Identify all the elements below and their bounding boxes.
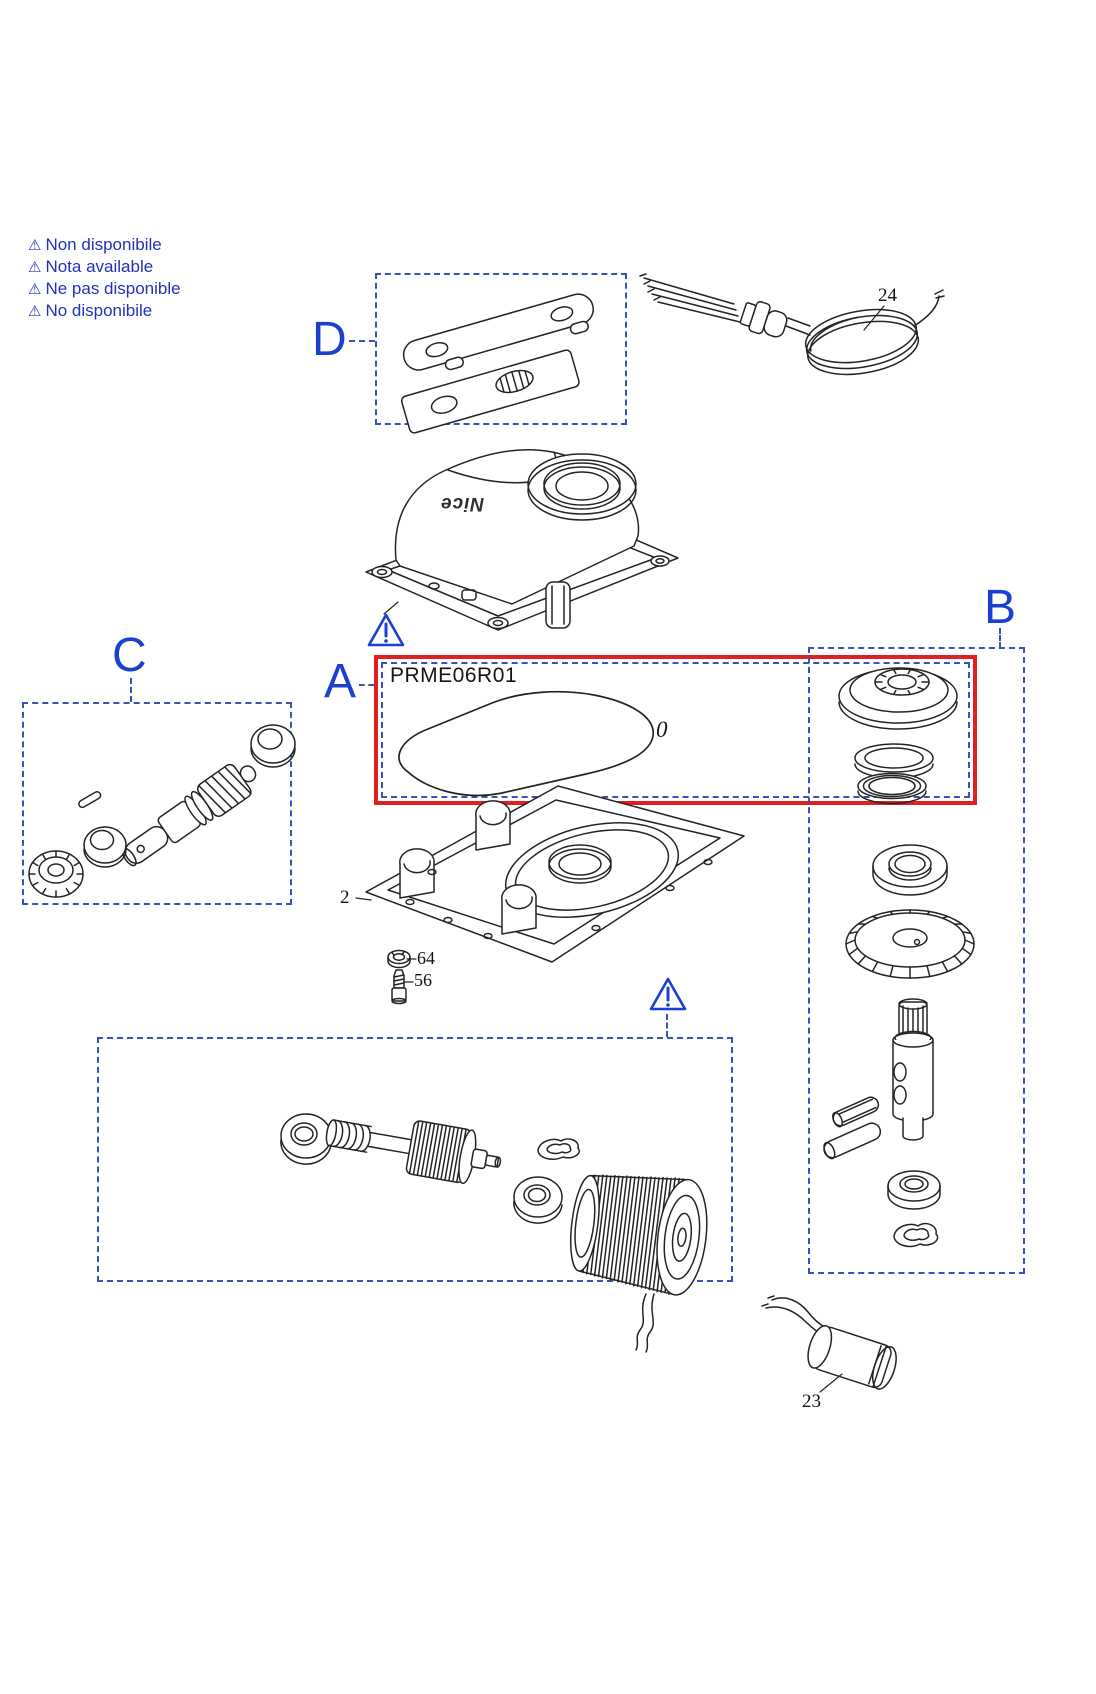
group-box-a[interactable] <box>381 662 970 798</box>
output-shaft-drawing <box>881 996 945 1146</box>
note-line: ⚠Ne pas disponible <box>28 278 181 300</box>
callout-housing[interactable]: 2 <box>340 887 350 908</box>
seal-cap-stack-drawing <box>832 658 968 800</box>
warning-triangle-icon <box>366 612 406 649</box>
wave-washer-drawing <box>886 1216 942 1252</box>
group-d-connector <box>349 340 375 342</box>
warning-icon: ⚠ <box>28 237 42 254</box>
rotor-drawing <box>312 1118 512 1210</box>
top-cover-drawing <box>348 424 692 658</box>
rotor-wave-washer-drawing <box>531 1132 585 1164</box>
worm-shaft-kit-drawing <box>26 706 288 902</box>
motor-group-box[interactable] <box>97 1037 733 1282</box>
note-text: Nota available <box>45 257 154 276</box>
brand-logo: Nice <box>440 493 485 514</box>
group-c-connector <box>130 678 132 702</box>
drive-pins-drawing <box>816 1086 898 1162</box>
rotor-bearing2-drawing <box>511 1174 565 1224</box>
warning-box-connector <box>666 1014 668 1037</box>
selected-part-code: PRME06R01 <box>390 664 518 687</box>
power-cable-drawing <box>634 256 944 374</box>
warning-triangle-icon <box>648 976 688 1013</box>
note-line: ⚠Non disponibile <box>28 234 181 256</box>
warning-icon: ⚠ <box>28 303 42 320</box>
group-b-connector <box>999 628 1001 648</box>
group-box-d[interactable] <box>375 273 627 425</box>
selected-part-box[interactable] <box>374 655 977 805</box>
stator-drawing <box>554 1164 729 1364</box>
callout-screw[interactable]: 56 <box>414 970 432 990</box>
warning-icon: ⚠ <box>28 281 42 298</box>
callout-cable[interactable]: 24 <box>878 285 897 306</box>
callout-nut[interactable]: 64 <box>417 948 435 968</box>
group-label-b[interactable]: B <box>984 581 1017 634</box>
group-box-c[interactable] <box>22 702 292 905</box>
group-a-connector <box>359 684 374 686</box>
note-text: Non disponibile <box>45 235 162 254</box>
group-label-d[interactable]: D <box>312 313 347 366</box>
callout-capacitor[interactable]: 23 <box>802 1391 821 1412</box>
flange-nut-drawing <box>386 948 412 968</box>
availability-notes: ⚠Non disponibile ⚠Nota available ⚠Ne pas… <box>28 234 181 322</box>
ball-bearing-drawing <box>870 840 950 906</box>
crown-gear-drawing <box>838 898 982 996</box>
warning-icon: ⚠ <box>28 259 42 276</box>
gasket-drawing <box>372 682 684 802</box>
gasket-mark: 0 <box>656 717 668 742</box>
group-label-a[interactable]: A <box>324 655 357 708</box>
screw-drawing <box>388 968 410 1004</box>
group-box-b[interactable] <box>808 647 1025 1274</box>
small-bearing-drawing <box>886 1166 942 1212</box>
release-plates-drawing <box>382 280 622 420</box>
base-housing-drawing <box>352 766 752 974</box>
note-line: ⚠No disponibile <box>28 300 181 322</box>
note-line: ⚠Nota available <box>28 256 181 278</box>
rotor-bearing-drawing <box>278 1110 334 1166</box>
note-text: No disponibile <box>45 301 153 320</box>
capacitor-drawing <box>756 1286 896 1404</box>
group-label-c[interactable]: C <box>112 629 147 682</box>
note-text: Ne pas disponible <box>45 279 181 298</box>
